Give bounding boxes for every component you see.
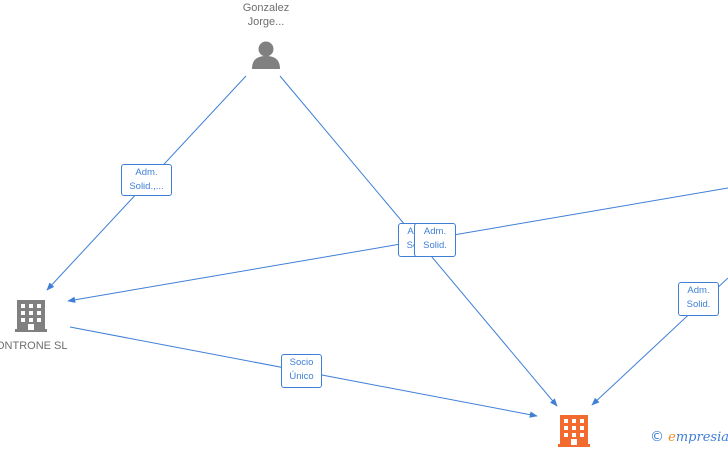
edge-label-line1: Socio xyxy=(289,357,314,368)
edge-label-line2: Solid.,... xyxy=(129,181,164,192)
edge-label-line1: Adm. xyxy=(687,285,710,296)
person-label-line1: Gonzalez xyxy=(242,2,290,14)
edge-label-right-to-bottom[interactable]: Adm. Solid. xyxy=(678,282,719,316)
person-label[interactable]: Gonzalez Jorge... xyxy=(226,1,306,29)
edge-label-line2: Único xyxy=(289,371,314,382)
brand-name: empresia xyxy=(668,430,728,445)
person-label-line2: Jorge... xyxy=(247,16,285,28)
building-icon-left-company[interactable] xyxy=(15,300,47,332)
empresia-watermark: © empresia xyxy=(650,429,728,445)
edge-label-line2: Solid. xyxy=(686,299,711,310)
copyright-symbol: © xyxy=(650,429,664,445)
edge-label-person-to-bottom-front[interactable]: Adm. Solid. xyxy=(414,223,456,257)
building-icon-focus-company[interactable] xyxy=(558,415,590,447)
edge-label-line1: Adm. xyxy=(135,167,158,178)
brand-rest: mpresia xyxy=(675,430,728,445)
edge-label-person-to-left[interactable]: Adm. Solid.,... xyxy=(121,164,172,196)
brand-initial: e xyxy=(668,430,676,445)
left-company-label[interactable]: ONTRONE SL xyxy=(0,340,68,352)
edge-label-line1: Adm. xyxy=(423,226,447,237)
person-icon[interactable] xyxy=(252,41,280,70)
edge-label-line2: Solid. xyxy=(423,240,447,251)
edge-label-left-to-bottom[interactable]: Socio Único xyxy=(281,354,322,388)
